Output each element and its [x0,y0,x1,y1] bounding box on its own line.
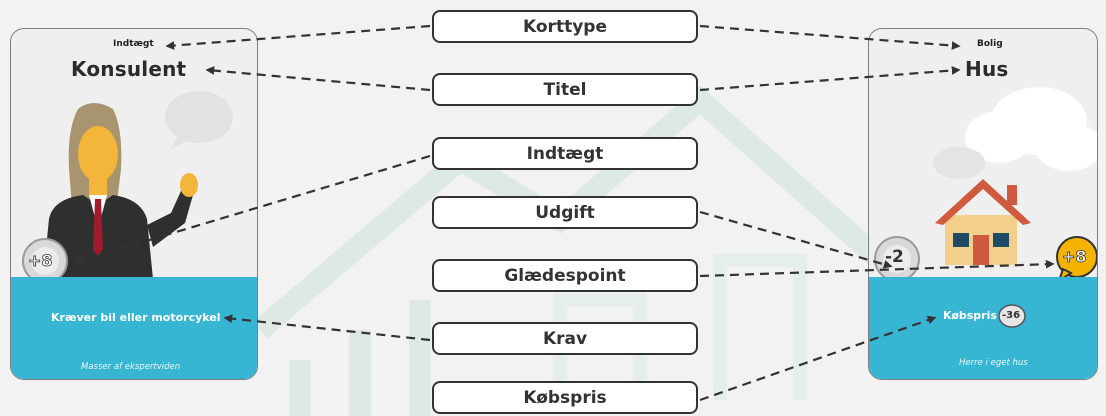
expense-value: -2 [885,247,904,267]
label-krav: Krav [432,322,698,355]
label-indtaegt: Indtægt [432,137,698,170]
card-bottom-panel [11,277,257,379]
price-label: Købspris [943,309,997,322]
speech-bubble-icon [165,91,233,149]
label-korttype: Korttype [432,10,698,43]
cloud-icon [933,87,1097,179]
card-title: Konsulent [71,57,187,81]
housing-card: Bolig Hus -2 +8 [868,28,1098,380]
label-udgift: Udgift [432,196,698,229]
house-illustration [935,179,1031,265]
income-card: Indtægt Konsulent +8 Kræver bil eller mo… [10,28,258,380]
card-flavor-text: Masser af ekspertviden [81,362,181,372]
card-requirement: Kræver bil eller motorcykel [51,311,221,324]
card-flavor-text: Herre i eget hus [959,358,1028,368]
price-badge-icon [998,304,1026,328]
income-value: +8 [28,251,53,271]
label-glaedespoint: Glædespoint [432,259,698,292]
income-badge-icon [22,238,68,284]
label-titel: Titel [432,73,698,106]
label-koebspris: Købspris [432,381,698,414]
card-type: Bolig [977,39,1003,49]
card-type: Indtægt [113,39,154,49]
price-value: -36 [1002,310,1021,321]
happiness-value: +8 [1062,247,1087,267]
card-title: Hus [965,57,1009,81]
